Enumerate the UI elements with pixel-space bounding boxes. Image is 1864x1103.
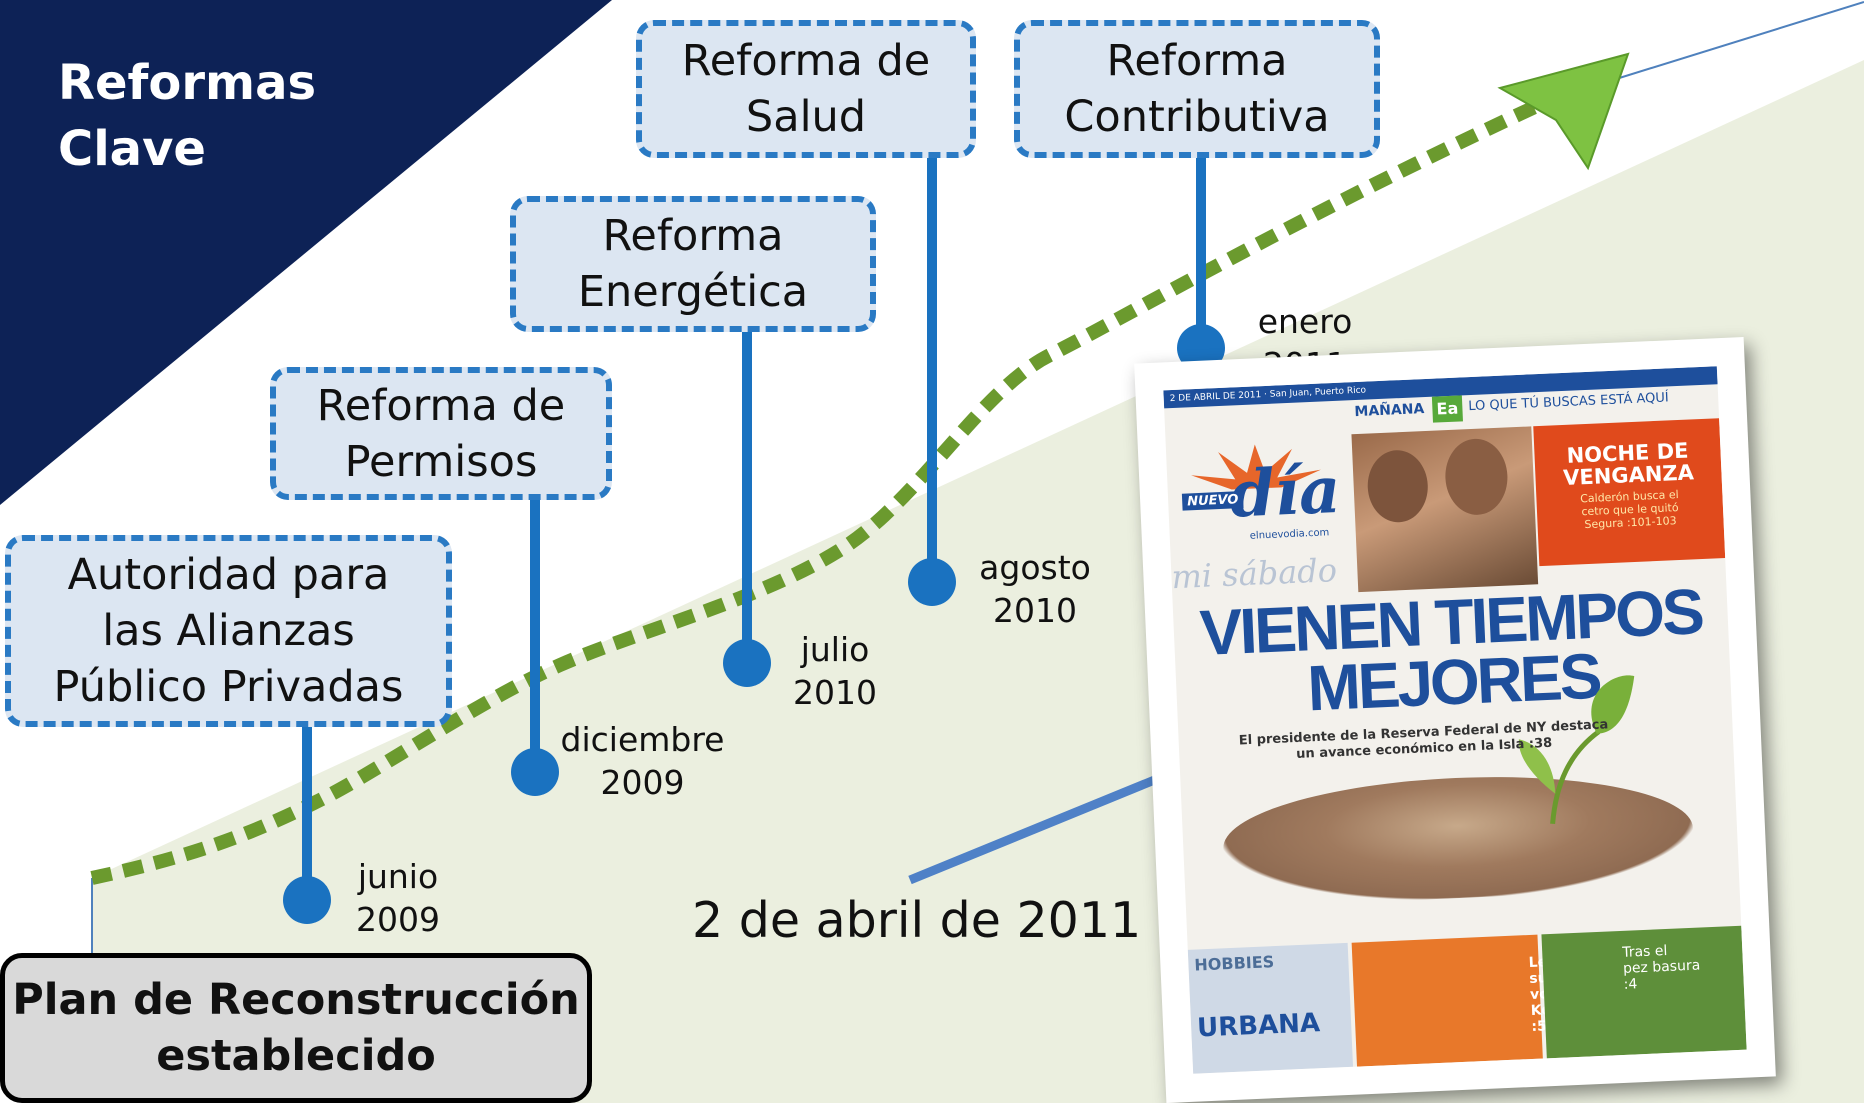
callout-salud: Reforma de Salud [636, 20, 976, 158]
dot-julio-2010 [723, 639, 771, 687]
slide-title-text: Reformas Clave [58, 55, 317, 177]
trend-line [90, 93, 1553, 885]
newspaper-tile-hobbies: HOBBIES URBANA [1187, 942, 1354, 1074]
newspaper-sun-logo-icon [1191, 444, 1321, 490]
callout-salud-label: Reforma de Salud [681, 36, 931, 142]
date-junio-2009: junio 2009 [356, 857, 440, 939]
date-diciembre-2009: diciembre 2009 [560, 720, 725, 802]
title-triangle [0, 0, 612, 505]
dot-diciembre-2009 [511, 748, 559, 796]
callout-contributiva: Reforma Contributiva [1014, 20, 1380, 158]
newspaper-manana: MAÑANA [1354, 401, 1425, 421]
callout-energetica: Reforma Energética [510, 196, 876, 332]
callout-permisos: Reforma de Permisos [270, 367, 612, 500]
newspaper-headline: VIENEN TIEMPOS MEJORES [1198, 575, 1704, 725]
newspaper-image: 2 DE ABRIL DE 2011 · San Juan, Puerto Ri… [1134, 337, 1776, 1103]
newspaper-tile-urbana-text: URBANA [1196, 1008, 1321, 1044]
newspaper-front-page: 2 DE ABRIL DE 2011 · San Juan, Puerto Ri… [1163, 366, 1747, 1074]
area-top-edge [1599, 1, 1864, 85]
callout-permisos-label: Reforma de Permisos [316, 380, 566, 487]
newspaper-bottom-strip: HOBBIES URBANA Le dará su voz a Kennedy … [1187, 925, 1747, 1074]
plan-box-label: Plan de Reconstrucción establecido [12, 975, 580, 1081]
callout-appp: Autoridad para las Alianzas Público Priv… [5, 535, 452, 727]
newspaper-masthead: día [1228, 452, 1343, 533]
newspaper-nuevo: NUEVO [1181, 491, 1244, 511]
slide-title: Reformas Clave [58, 50, 316, 182]
newspaper-date-caption: 2 de abril de 2011 [692, 892, 1142, 949]
newspaper-tile-hobbies-text: HOBBIES [1194, 952, 1275, 975]
callout-contributiva-label: Reforma Contributiva [1064, 36, 1330, 142]
newspaper-tile-pez-text: Tras el pez basura :4 [1621, 942, 1701, 993]
plan-box: Plan de Reconstrucción establecido [0, 953, 592, 1103]
newspaper-tile-pez: Tras el pez basura :4 [1541, 925, 1747, 1059]
newspaper-promo-title: NOCHE DE VENGANZA [1562, 438, 1695, 491]
sprout-icon [1518, 675, 1635, 825]
newspaper-tile-kennedy: Le dará su voz a Kennedy :59 [1351, 934, 1600, 1067]
dot-agosto-2010 [908, 558, 956, 606]
newspaper-section: mi sábado [1170, 551, 1338, 597]
dot-junio-2009 [283, 876, 331, 924]
newspaper-tagline: LO QUE TÚ BUSCAS ESTÁ AQUÍ [1468, 390, 1670, 415]
newspaper-ea-logo: Ea [1431, 395, 1463, 423]
callout-appp-label: Autoridad para las Alianzas Público Priv… [53, 550, 404, 712]
newspaper-web: elnuevodia.com [1249, 527, 1330, 542]
trend-arrow-head [1497, 52, 1630, 171]
callout-energetica-label: Reforma Energética [577, 211, 809, 317]
date-agosto-2010: agosto 2010 [979, 548, 1091, 630]
date-julio-2010: julio 2010 [793, 630, 877, 712]
newspaper-promo: NOCHE DE VENGANZA Calderón busca el cetr… [1533, 418, 1726, 567]
